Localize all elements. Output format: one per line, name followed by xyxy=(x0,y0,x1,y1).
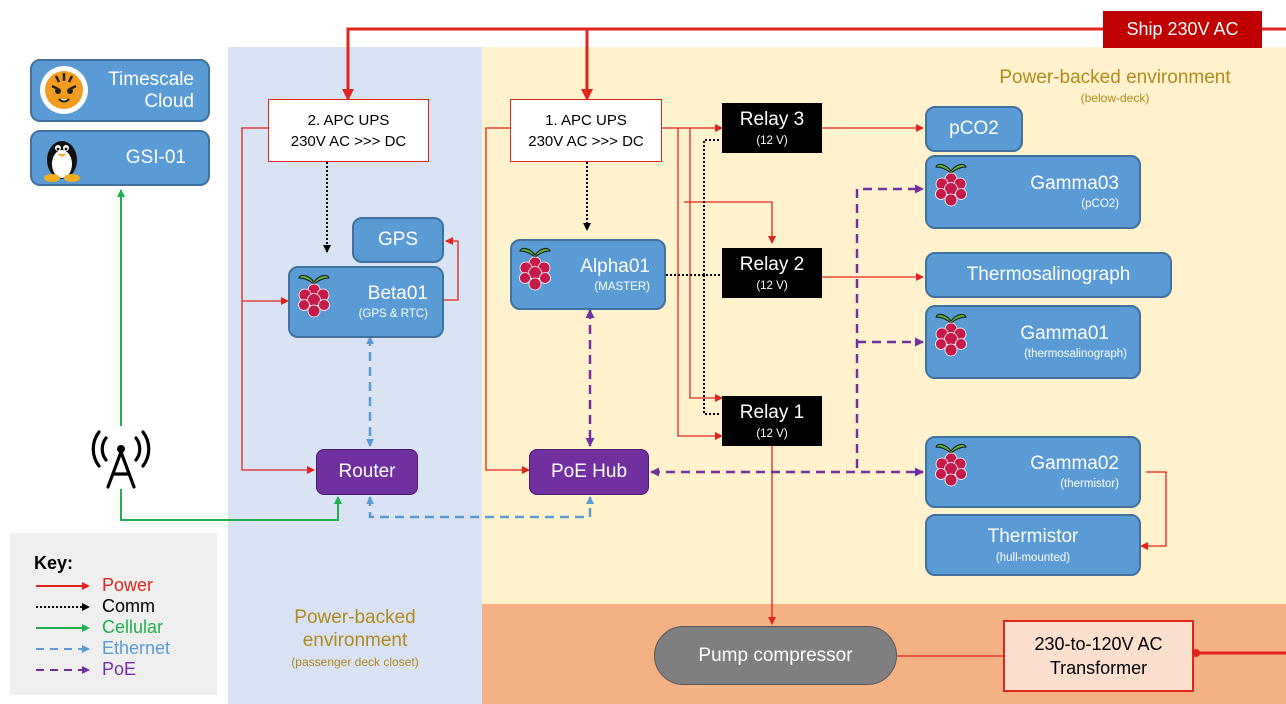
legend-swatch xyxy=(36,665,90,674)
pco2-sensor-node[interactable]: pCO2 xyxy=(925,106,1023,152)
key-panel xyxy=(10,533,217,695)
pump-compressor-label: Pump compressor xyxy=(698,644,853,666)
transformer-line1: 230-to-120V AC xyxy=(1034,634,1163,654)
gamma03-name: Gamma03 xyxy=(1030,173,1119,194)
thermistor-node[interactable]: Thermistor (hull-mounted) xyxy=(925,514,1141,576)
legend-swatch xyxy=(36,581,90,590)
relay-2[interactable]: Relay 2 (12 V) xyxy=(722,248,822,298)
relay-3-volt: (12 V) xyxy=(756,134,788,147)
closet-zone-label: Power-backed environment (passenger deck… xyxy=(240,606,470,669)
below-deck-zone-subtitle: (below-deck) xyxy=(1080,91,1150,105)
ups-2-box[interactable]: 2. APC UPS 230V AC >>> DC xyxy=(268,99,429,162)
ship-power-label: Ship 230V AC xyxy=(1103,11,1262,48)
legend-swatch xyxy=(36,602,90,611)
gamma03-sub: (pCO2) xyxy=(1081,198,1119,210)
relay-1[interactable]: Relay 1 (12 V) xyxy=(722,396,822,446)
transformer-line2: Transformer xyxy=(1049,658,1148,678)
ups-1-box[interactable]: 1. APC UPS 230V AC >>> DC xyxy=(510,99,662,162)
legend-label: PoE xyxy=(102,659,137,679)
tux-icon xyxy=(44,141,80,182)
ship-power-text: Ship 230V AC xyxy=(1126,19,1239,39)
pump-compressor-node[interactable]: Pump compressor xyxy=(654,626,897,685)
closet-zone-title: Power-backed environment xyxy=(294,607,416,651)
thermosalinograph-node[interactable]: Thermosalinograph xyxy=(925,252,1172,298)
gps-node[interactable]: GPS xyxy=(352,217,444,263)
raspberry-pi-icon xyxy=(294,272,334,325)
cell-tower-icon xyxy=(91,430,151,489)
gamma01-name: Gamma01 xyxy=(1020,323,1109,344)
tiger-icon xyxy=(40,66,88,114)
relay-2-volt: (12 V) xyxy=(756,279,788,292)
raspberry-pi-icon xyxy=(931,441,971,494)
legend-item: Cellular xyxy=(34,617,214,638)
timescale-line1: Timescale xyxy=(108,68,194,90)
gamma02-name: Gamma02 xyxy=(1030,453,1119,474)
relay-1-name: Relay 1 xyxy=(739,401,805,423)
router-label: Router xyxy=(338,461,396,482)
relay-3-name: Relay 3 xyxy=(739,108,805,130)
legend-swatch xyxy=(36,644,90,653)
raspberry-pi-icon xyxy=(931,161,971,214)
ups-1-line2: 230V AC >>> DC xyxy=(528,132,644,150)
thermistor-sub: (hull-mounted) xyxy=(995,551,1071,564)
beta01-name: Beta01 xyxy=(367,283,428,304)
legend-title: Key: xyxy=(34,553,74,573)
alpha01-name: Alpha01 xyxy=(580,255,650,277)
gamma01-sub: (thermosalinograph) xyxy=(1024,348,1127,360)
closet-zone-subtitle: (passenger deck closet) xyxy=(291,655,419,669)
below-deck-zone-label: Power-backed environment (below-deck) xyxy=(960,67,1270,105)
thermistor-name: Thermistor xyxy=(987,525,1079,547)
legend-item: Power xyxy=(34,575,214,596)
poe-hub-node[interactable]: PoE Hub xyxy=(529,449,649,495)
beta01-sub: (GPS & RTC) xyxy=(358,308,428,320)
below-deck-zone-title: Power-backed environment xyxy=(999,67,1231,88)
pco2-label: pCO2 xyxy=(949,118,999,139)
raspberry-pi-icon xyxy=(515,245,555,298)
legend-item: PoE xyxy=(34,659,214,680)
router-node[interactable]: Router xyxy=(316,449,418,495)
timescale-line2: Cloud xyxy=(144,90,194,112)
ups-2-line2: 230V AC >>> DC xyxy=(290,132,407,150)
ups-2-line1: 2. APC UPS xyxy=(307,111,390,129)
relay-3[interactable]: Relay 3 (12 V) xyxy=(722,103,822,153)
relay-2-name: Relay 2 xyxy=(739,253,805,275)
raspberry-pi-icon xyxy=(931,311,971,364)
legend-label: Cellular xyxy=(102,617,164,637)
ups-1-line1: 1. APC UPS xyxy=(545,111,627,129)
legend-swatch xyxy=(36,623,90,632)
thermosalinograph-label: Thermosalinograph xyxy=(966,264,1131,285)
legend-label: Comm xyxy=(102,596,155,616)
gps-label: GPS xyxy=(377,229,419,250)
legend-label: Ethernet xyxy=(102,638,171,658)
gsi-01-label: GSI-01 xyxy=(125,147,186,168)
poe-hub-label: PoE Hub xyxy=(550,461,628,482)
gamma02-sub: (thermistor) xyxy=(1060,478,1119,490)
legend-item: Ethernet xyxy=(34,638,214,659)
relay-1-volt: (12 V) xyxy=(756,427,788,440)
transformer-node[interactable]: 230-to-120V AC Transformer xyxy=(1003,620,1194,692)
legend-item: Comm xyxy=(34,596,214,617)
alpha01-sub: (MASTER) xyxy=(594,280,650,293)
legend-label: Power xyxy=(102,575,154,595)
